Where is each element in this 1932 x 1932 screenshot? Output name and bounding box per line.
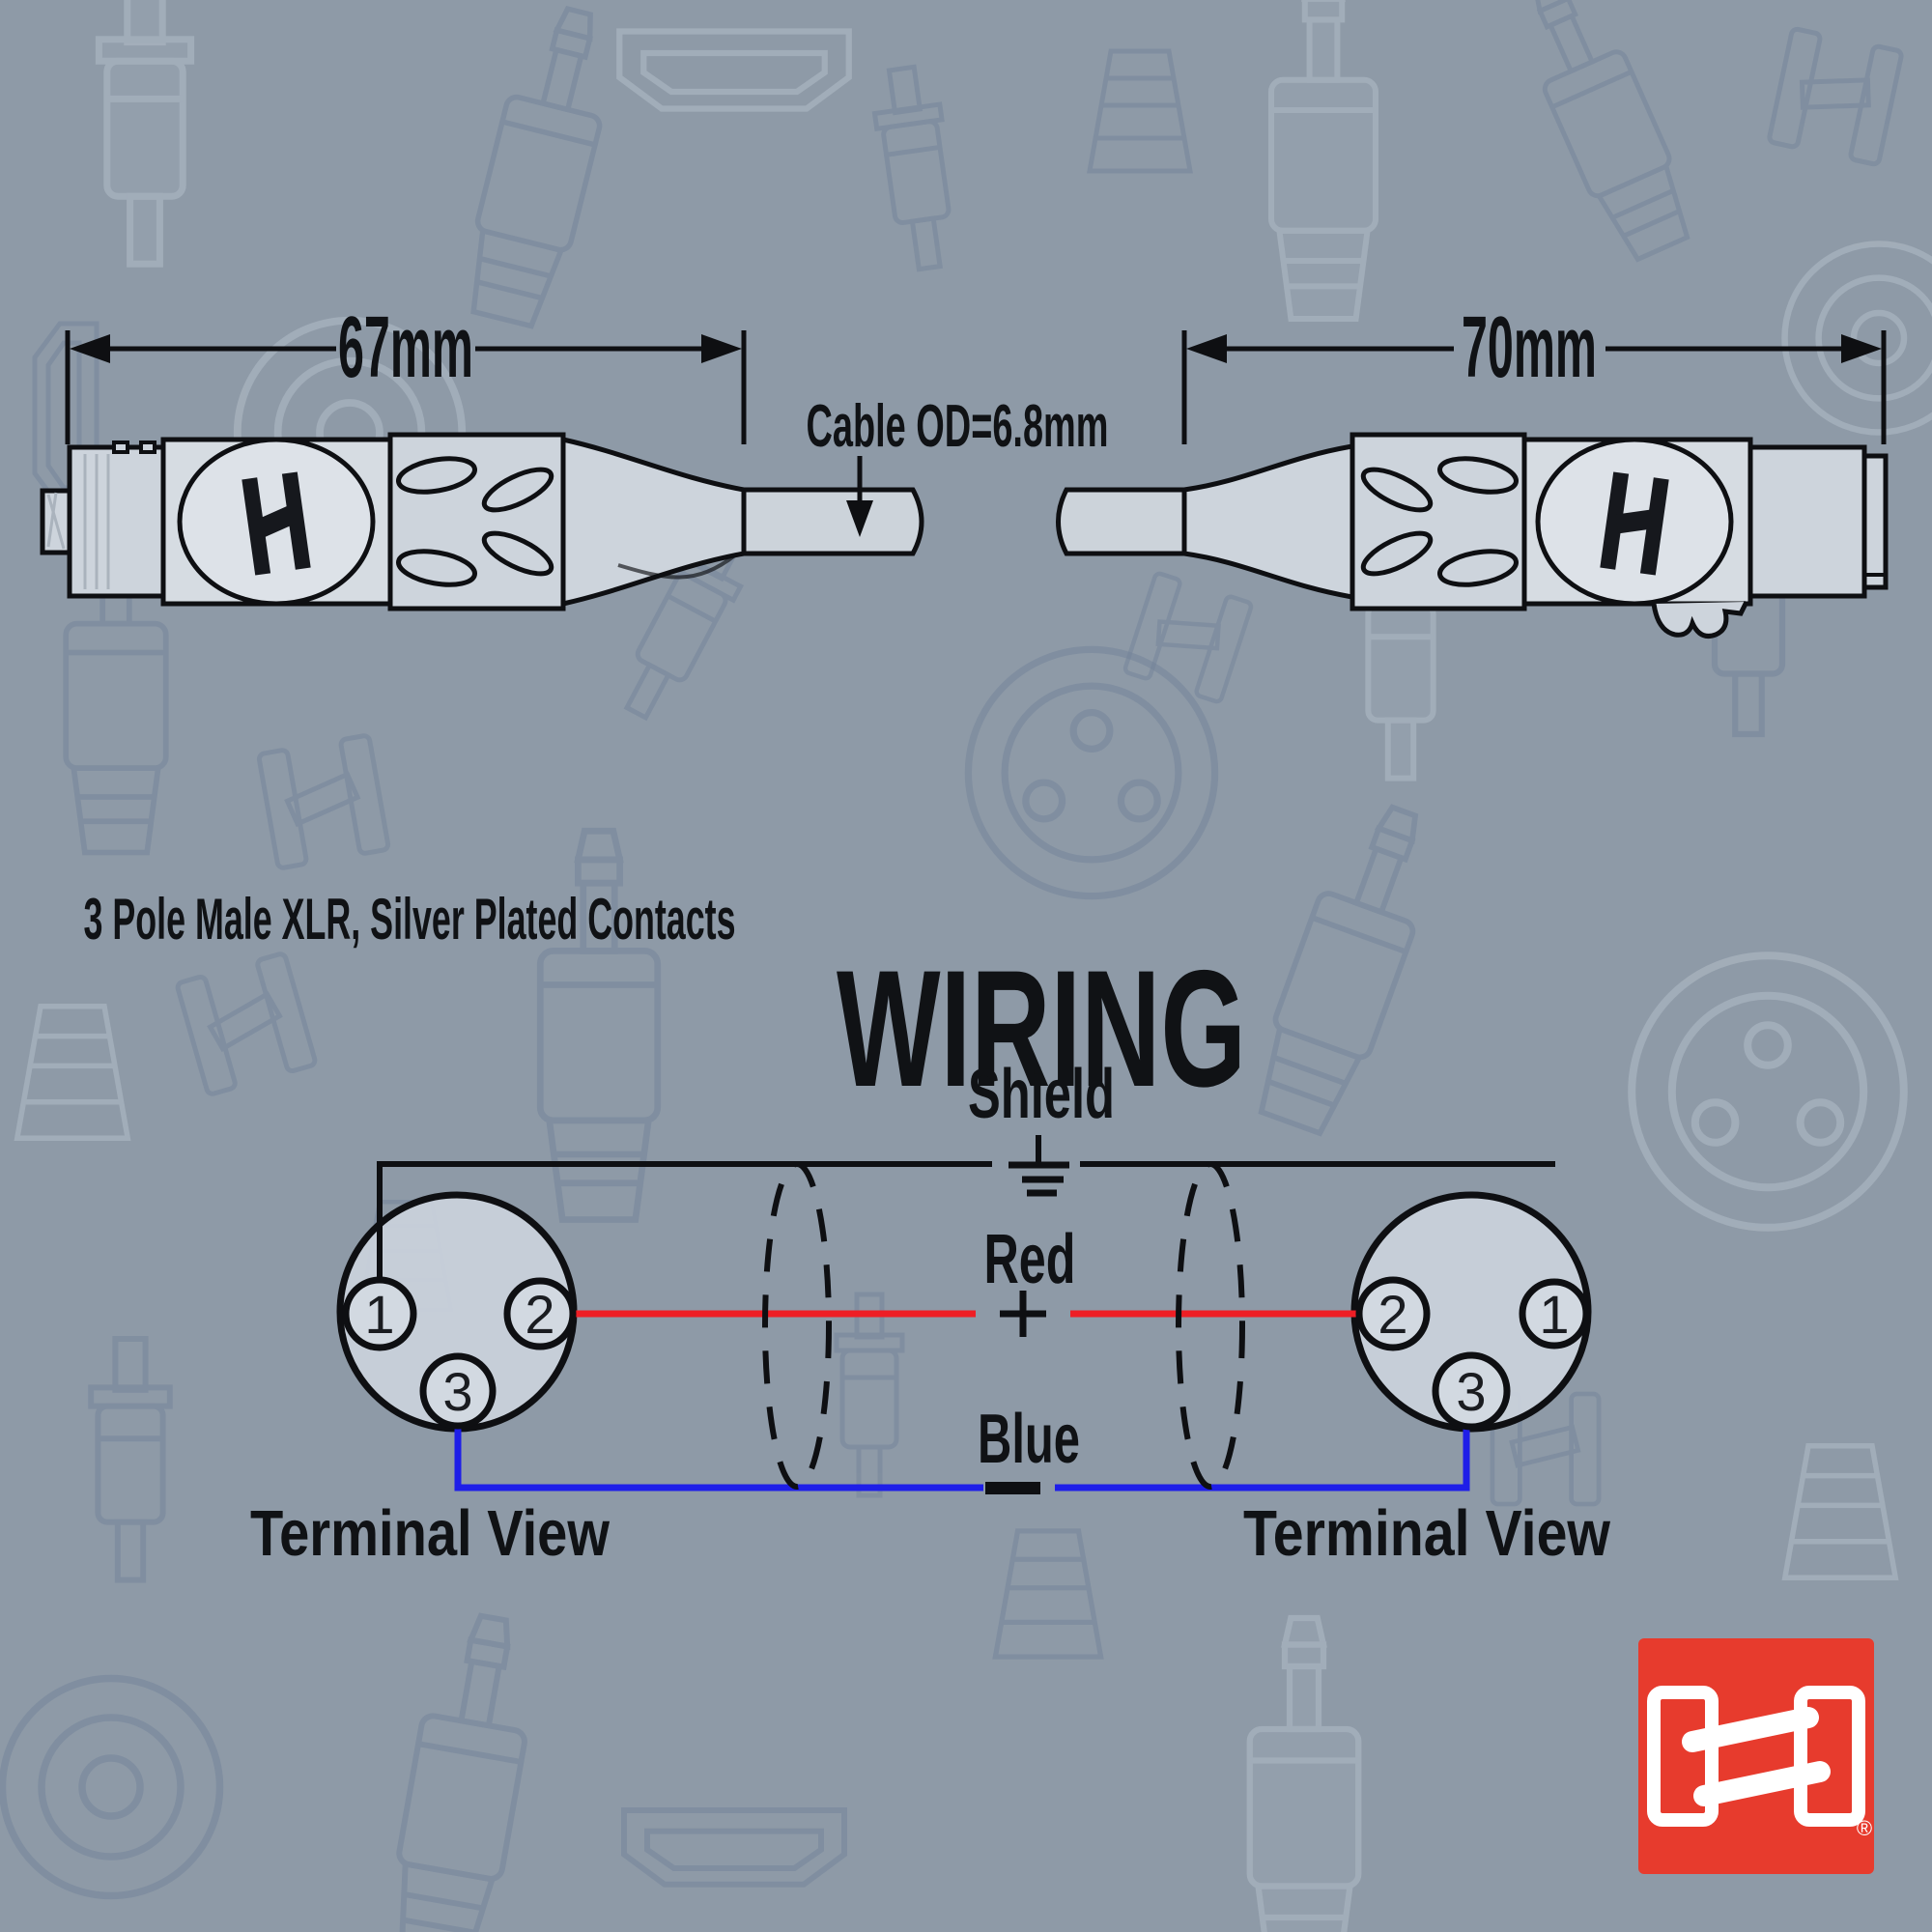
- dimension-label-70mm: 70mm: [1462, 299, 1597, 396]
- shield-wire: [377, 1135, 1555, 1280]
- wiring-title: WIRING: [837, 936, 1246, 1122]
- cable-od-callout: Cable OD=6.8mm: [807, 393, 1109, 537]
- male-xlr-boot: [560, 436, 747, 608]
- female-xlr-connector-drawing: [1181, 432, 1889, 639]
- plus-symbol-icon: [1000, 1291, 1046, 1337]
- pin-circle: [342, 1276, 417, 1351]
- male-xlr-grip-ring: [387, 432, 566, 611]
- registered-mark: ®: [1857, 1816, 1872, 1840]
- arrowhead-left-icon: [1186, 334, 1227, 363]
- pin-number: 2: [1378, 1284, 1407, 1345]
- female-xlr-face: [1861, 453, 1889, 590]
- cable-cross-section-left: [762, 1161, 832, 1490]
- hosa-h-mark-right: [1600, 471, 1669, 576]
- hosa-h-lower-bar: [1693, 1761, 1831, 1806]
- pin-circle: [1519, 1278, 1590, 1350]
- hosa-h-mark-left: [242, 471, 311, 576]
- cable-right-segment: [1056, 487, 1187, 556]
- pin-number: 2: [525, 1284, 554, 1345]
- pin-circle: [1355, 1276, 1431, 1351]
- hosa-logo: ®: [1638, 1638, 1874, 1874]
- hosa-h-right-stem: [1794, 1686, 1865, 1827]
- cable-cross-section-right: [1176, 1161, 1245, 1490]
- arrowhead-right-icon: [701, 334, 742, 363]
- pin-number: 3: [442, 1361, 472, 1422]
- pin-number: 1: [364, 1284, 394, 1345]
- pin-number: 1: [1539, 1284, 1569, 1345]
- arrowhead-right-icon: [1841, 334, 1882, 363]
- cable-left-segment: [741, 487, 924, 556]
- shield-label: Shield: [968, 1056, 1115, 1133]
- female-xlr-barrel: [1747, 444, 1867, 599]
- arrowhead-left-icon: [70, 334, 110, 363]
- cable-od-label: Cable OD=6.8mm: [807, 393, 1109, 460]
- arrowhead-down-icon: [846, 500, 873, 537]
- pin-circle: [503, 1277, 577, 1350]
- female-xlr-grip-ring: [1350, 432, 1527, 611]
- pin-number: 3: [1456, 1361, 1486, 1422]
- right-terminal-caption: Terminal View: [1243, 1497, 1611, 1570]
- blue-wire: [454, 1426, 1470, 1492]
- right-terminal-pins: 2 1 3: [1355, 1276, 1590, 1431]
- dimension-67mm: 67mm: [65, 299, 747, 444]
- ground-symbol-icon: [1009, 1135, 1069, 1197]
- hosa-h-upper-bar: [1682, 1707, 1819, 1752]
- male-xlr-connector-drawing: [40, 432, 747, 611]
- hosa-logo-square: [1638, 1638, 1874, 1874]
- cable-drawing: [741, 487, 1187, 556]
- hosa-h-left-stem: [1647, 1686, 1719, 1827]
- left-terminal-pins: 1 2 3: [342, 1276, 577, 1430]
- pin-circle: [419, 1352, 497, 1430]
- product-caption: 3 Pole Male XLR, Silver Plated Contacts: [84, 887, 736, 952]
- female-xlr-latch: [1651, 600, 1749, 639]
- pin-circle: [1432, 1351, 1511, 1431]
- left-terminal-caption: Terminal View: [250, 1497, 611, 1570]
- dimension-label-67mm: 67mm: [338, 299, 473, 396]
- minus-symbol-icon: [985, 1482, 1040, 1494]
- red-label: Red: [984, 1221, 1076, 1298]
- dimension-70mm: 70mm: [1181, 299, 1887, 444]
- blue-label: Blue: [978, 1401, 1080, 1478]
